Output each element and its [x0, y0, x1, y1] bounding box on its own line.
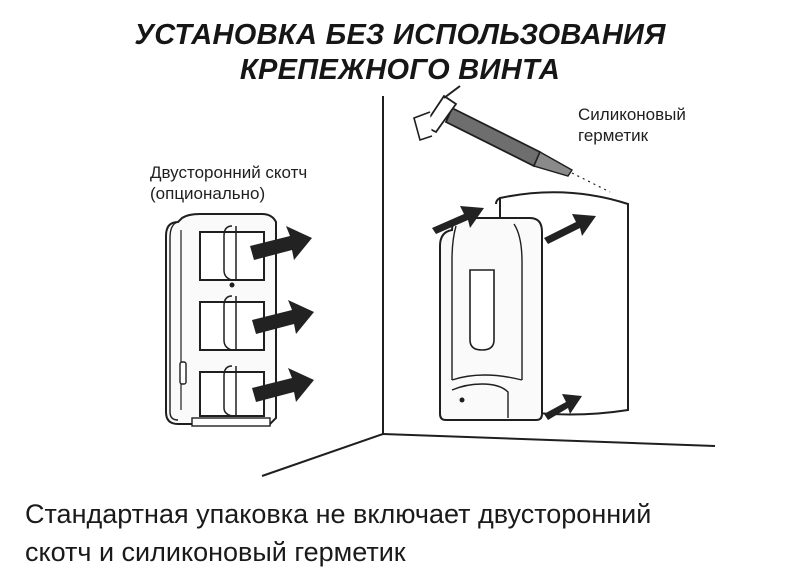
package-note-line-1: Стандартная упаковка не включает двустор…	[25, 499, 652, 529]
tape-pad-icon	[199, 295, 265, 351]
arrow-icon	[250, 226, 312, 260]
diagram-title: УСТАНОВКА БЕЗ ИСПОЛЬЗОВАНИЯ КРЕПЕЖНОГО В…	[0, 18, 800, 88]
arrow-icon	[252, 300, 314, 334]
install-arrows	[432, 206, 596, 420]
arrow-icon	[432, 206, 484, 234]
package-note-line-2: скотч и силиконовый герметик	[25, 537, 406, 567]
sealant-label-line-2: герметик	[578, 126, 649, 145]
dispenser-back-icon	[165, 213, 277, 427]
title-line-2: КРЕПЕЖНОГО ВИНТА	[239, 54, 561, 86]
wall-corner-lines	[261, 96, 716, 477]
tape-label: Двусторонний скотч (опционально)	[150, 162, 307, 204]
tape-pad-icon	[199, 225, 265, 281]
dispenser-front-icon	[439, 217, 543, 421]
arrow-icon	[252, 368, 314, 402]
sealant-label-line-1: Силиконовый	[578, 105, 686, 124]
sealant-label: Силиконовый герметик	[578, 104, 686, 146]
title-line-1: УСТАНОВКА БЕЗ ИСПОЛЬЗОВАНИЯ	[134, 19, 666, 51]
package-note: Стандартная упаковка не включает двустор…	[25, 495, 785, 571]
tape-label-line-1: Двусторонний скотч	[150, 163, 308, 182]
floor-left-edge	[261, 433, 384, 477]
caulking-gun-icon	[413, 85, 611, 193]
floor-right-edge	[382, 433, 716, 447]
tape-arrows	[250, 226, 314, 402]
tape-label-line-2: (опционально)	[150, 184, 266, 203]
arrow-icon	[544, 394, 582, 420]
arrow-icon	[544, 214, 596, 244]
tape-pad-icon	[199, 365, 265, 417]
